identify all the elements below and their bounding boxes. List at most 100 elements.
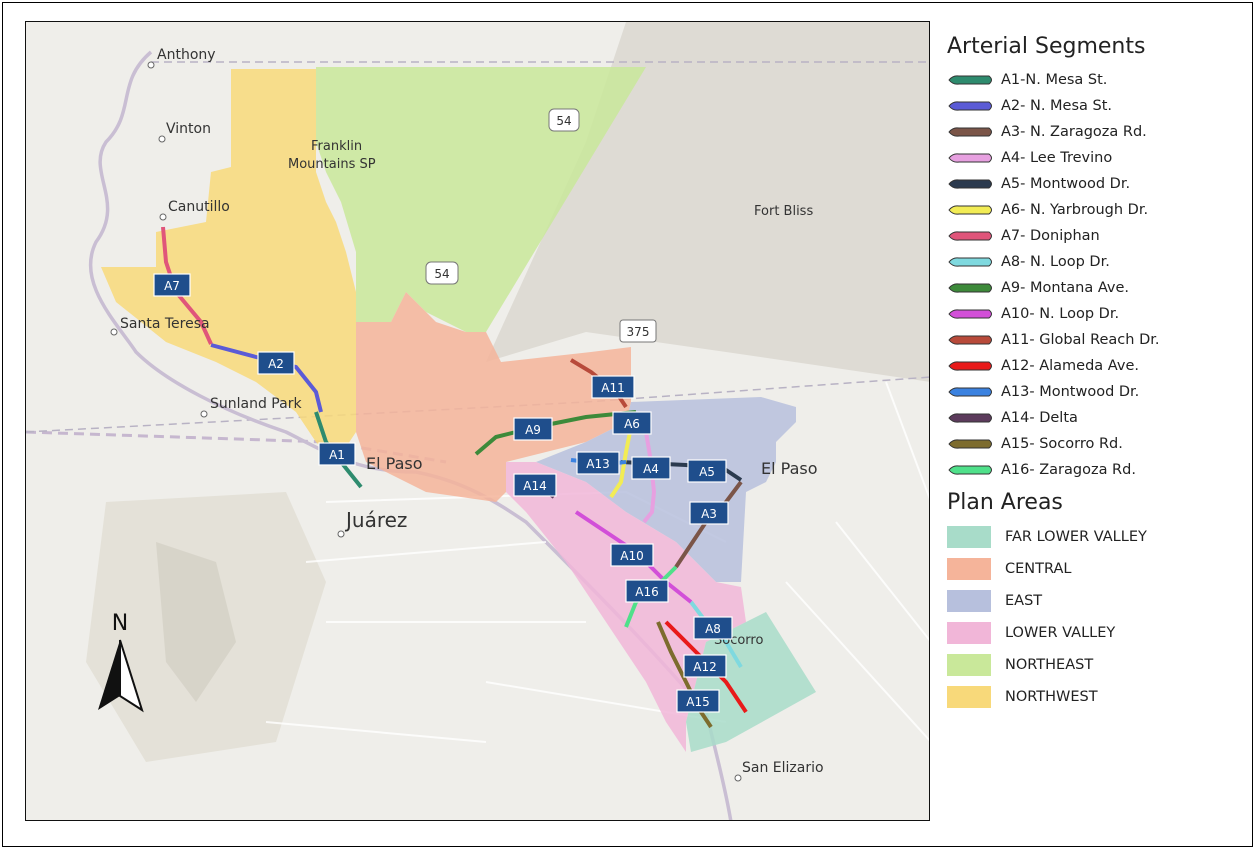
legend-segment-label: A13- Montwood Dr.: [1001, 384, 1140, 400]
legend-segment-label: A2- N. Mesa St.: [1001, 98, 1113, 114]
segment-swatch-icon: [948, 465, 992, 475]
segment-swatch-icon: [948, 231, 992, 241]
legend-segment-a9: A9- Montana Ave.: [947, 275, 1247, 301]
svg-text:A2: A2: [268, 357, 284, 371]
legend-segment-label: A4- Lee Trevino: [1001, 150, 1113, 166]
legend-segment-label: A12- Alameda Ave.: [1001, 358, 1139, 374]
legend-segment-label: A14- Delta: [1001, 410, 1078, 426]
area-swatch: [947, 686, 991, 708]
svg-text:A16: A16: [635, 585, 658, 599]
north-arrow-left-icon: [98, 640, 120, 710]
tag-a11: A11: [591, 375, 635, 399]
legend-areas-title: Plan Areas: [947, 490, 1063, 515]
legend: Arterial Segments A1-N. Mesa St. A2- N. M…: [947, 33, 1247, 713]
svg-text:A4: A4: [643, 462, 659, 476]
segment-swatch-icon: [948, 439, 992, 449]
legend-segment-a3: A3- N. Zaragoza Rd.: [947, 119, 1247, 145]
segment-swatch-icon: [948, 179, 992, 189]
segment-swatch-icon: [948, 283, 992, 293]
area-swatch: [947, 526, 991, 548]
tag-a1: A1: [318, 442, 356, 466]
segment-swatch-icon: [948, 257, 992, 267]
segment-tags: A7 A2 A1 A11 A9 A6 A13 A4 A5 A14 A3 A10 …: [153, 273, 733, 713]
north-arrow: N: [98, 611, 144, 713]
area-swatch: [947, 590, 991, 612]
tag-a13: A13: [576, 451, 620, 475]
place-el-paso-region: El Paso: [761, 459, 818, 478]
legend-area-1: CENTRAL: [947, 553, 1247, 585]
legend-segment-a5: A5- Montwood Dr.: [947, 171, 1247, 197]
shield-us54-b: 54: [425, 261, 459, 285]
legend-area-label: NORTHWEST: [1005, 689, 1098, 705]
legend-segment-a11: A11- Global Reach Dr.: [947, 327, 1247, 353]
legend-segment-a2: A2- N. Mesa St.: [947, 93, 1247, 119]
svg-text:A15: A15: [686, 695, 709, 709]
legend-segment-label: A11- Global Reach Dr.: [1001, 332, 1160, 348]
legend-area-0: FAR LOWER VALLEY: [947, 521, 1247, 553]
legend-area-label: EAST: [1005, 593, 1043, 609]
segment-swatch-icon: [948, 127, 992, 137]
segment-a2-line: [210, 343, 323, 413]
tag-a10: A10: [610, 543, 654, 567]
map-panel: Anthony Vinton Franklin Mountains SP Can…: [25, 21, 930, 821]
tag-a8: A8: [693, 616, 733, 640]
area-northeast: [316, 67, 646, 332]
place-el-paso-city: El Paso: [366, 454, 423, 473]
svg-text:A9: A9: [525, 423, 541, 437]
tag-a4: A4: [631, 456, 671, 480]
place-anthony: Anthony: [157, 47, 216, 63]
legend-area-label: CENTRAL: [1005, 561, 1072, 577]
area-far-lower-valley: [686, 612, 816, 752]
segment-swatch-icon: [948, 101, 992, 111]
legend-segment-a4: A4- Lee Trevino: [947, 145, 1247, 171]
legend-segments-title: Arterial Segments: [947, 34, 1146, 59]
legend-segment-label: A15- Socorro Rd.: [1001, 436, 1123, 452]
area-swatch: [947, 622, 991, 644]
legend-segment-label: A8- N. Loop Dr.: [1001, 254, 1110, 270]
tag-a15: A15: [676, 689, 720, 713]
segment-a4-line: [642, 431, 657, 524]
svg-text:A6: A6: [624, 417, 640, 431]
legend-segment-a12: A12- Alameda Ave.: [947, 353, 1247, 379]
tag-a7: A7: [153, 273, 191, 297]
tag-a6: A6: [612, 411, 652, 435]
north-arrow-right-icon: [119, 639, 144, 713]
state-border: [26, 430, 447, 464]
svg-text:A12: A12: [693, 660, 716, 674]
legend-segment-label: A1-N. Mesa St.: [1001, 72, 1108, 88]
shield-us54-a: 54: [548, 108, 580, 132]
legend-segment-a7: A7- Doniphan: [947, 223, 1247, 249]
legend-area-3: LOWER VALLEY: [947, 617, 1247, 649]
place-santa-teresa: Santa Teresa: [120, 316, 210, 332]
legend-segment-label: A7- Doniphan: [1001, 228, 1100, 244]
legend-area-4: NORTHEAST: [947, 649, 1247, 681]
segment-a6-line: [609, 426, 633, 499]
background-roads-east: [785, 381, 929, 742]
legend-segment-label: A3- N. Zaragoza Rd.: [1001, 124, 1147, 140]
place-sunland-park: Sunland Park: [210, 396, 302, 412]
segment-swatch-icon: [948, 335, 992, 345]
segment-swatch-icon: [948, 153, 992, 163]
place-vinton: Vinton: [166, 121, 211, 137]
tag-a14: A14: [513, 473, 557, 497]
segment-swatch-icon: [948, 361, 992, 371]
legend-segment-list: A1-N. Mesa St. A2- N. Mesa St. A3- N. Zara…: [947, 67, 1247, 483]
tag-a2: A2: [257, 351, 295, 375]
svg-text:A3: A3: [701, 507, 717, 521]
legend-segment-label: A16- Zaragoza Rd.: [1001, 462, 1136, 478]
area-east: [536, 397, 796, 582]
segment-a15-line: [656, 621, 713, 729]
svg-text:54: 54: [556, 114, 571, 128]
legend-segment-a8: A8- N. Loop Dr.: [947, 249, 1247, 275]
place-canutillo: Canutillo: [168, 199, 230, 215]
highway-shields: 54 54 375: [425, 108, 657, 343]
legend-area-label: LOWER VALLEY: [1005, 625, 1116, 641]
mountain-ridge: [156, 542, 236, 702]
svg-text:A11: A11: [601, 381, 624, 395]
svg-text:A14: A14: [523, 479, 546, 493]
legend-area-2: EAST: [947, 585, 1247, 617]
place-juarez: Juárez: [344, 508, 407, 532]
legend-segment-a6: A6- N. Yarbrough Dr.: [947, 197, 1247, 223]
legend-segment-a16: A16- Zaragoza Rd.: [947, 457, 1247, 483]
